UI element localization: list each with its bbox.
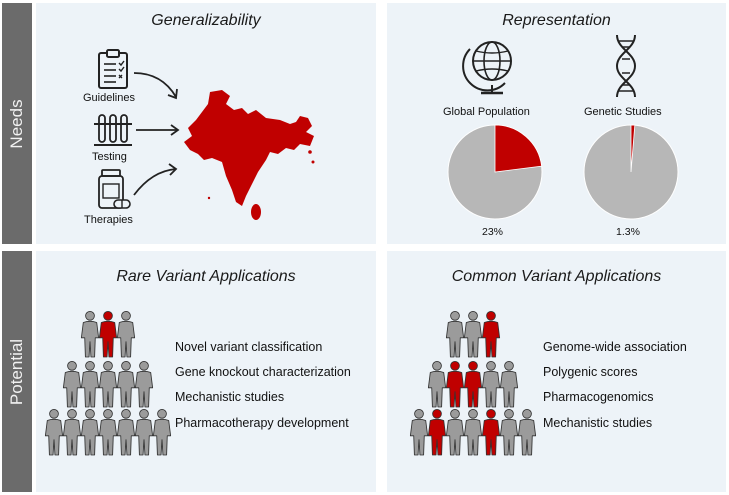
rare-person-r3-1 [44,408,64,456]
clipboard-icon [98,49,128,89]
guidelines-label: Guidelines [83,92,135,104]
arrow-testing [136,124,180,136]
genetic-studies-pie [583,124,679,220]
testing-label: Testing [92,151,127,163]
common-person-r2-5 [499,360,519,408]
common-person-r1-2 [463,310,483,358]
global-population-pie [447,124,543,220]
genetic-studies-label: Genetic Studies [584,106,662,118]
common-person-r3-4 [463,408,483,456]
global-population-percent: 23% [482,226,504,238]
rare-person-r3-7 [152,408,172,456]
common-person-r1-3 [481,310,501,358]
common-person-r3-7 [517,408,537,456]
global-population-label: Global Population [443,106,530,118]
common-app-2: Polygenic scores [543,365,638,379]
rare-person-r1-2 [98,310,118,358]
therapies-label: Therapies [84,214,133,226]
dna-icon [615,34,637,98]
representation-panel: Representation Global Population Genetic… [387,3,726,244]
pie-slice-highlighted-0 [494,124,543,173]
common-person-r3-6 [499,408,519,456]
rare-person-r1-3 [116,310,136,358]
rare-person-r2-5 [134,360,154,408]
rare-app-2: Gene knockout characterization [175,365,351,379]
rare-person-r3-6 [134,408,154,456]
rare-person-r1-1 [80,310,100,358]
rare-people-pyramid [44,310,172,456]
common-app-4: Mechanistic studies [543,416,653,430]
rare-person-r2-1 [62,360,82,408]
south-asia-map [184,90,315,220]
common-person-r3-2 [427,408,447,456]
test-tubes-icon [94,114,132,146]
common-person-r2-3 [463,360,483,408]
rare-person-r3-3 [80,408,100,456]
rare-app-1: Novel variant classification [175,340,323,354]
common-person-r1-1 [445,310,465,358]
common-app-1: Genome-wide association [543,340,687,354]
rare-app-4: Pharmacotherapy development [175,416,349,430]
rare-person-r3-2 [62,408,82,456]
generalizability-panel: Generalizability Guidelines Testing Ther… [36,3,376,244]
pie-slice-highlighted-1 [630,124,636,173]
rare-app-3: Mechanistic studies [175,390,285,404]
globe-icon [462,41,512,95]
common-people-pyramid [409,310,537,456]
potential-label: Potential [7,338,26,405]
genetic-studies-percent: 1.3% [616,226,640,238]
common-person-r3-3 [445,408,465,456]
needs-row-label: Needs [2,3,32,244]
rare-person-r2-3 [98,360,118,408]
common-person-r2-2 [445,360,465,408]
common-variant-panel: Common Variant Applications Genome-wide … [387,251,726,492]
rare-variant-panel: Rare Variant Applications Novel variant … [36,251,376,492]
common-person-r3-1 [409,408,429,456]
needs-label: Needs [7,98,26,149]
representation-title: Representation [502,12,611,29]
pill-bottle-icon [98,169,131,209]
rare-person-r2-2 [80,360,100,408]
arrow-guidelines [133,72,178,100]
potential-row-label: Potential [2,251,32,492]
rare-person-r3-5 [116,408,136,456]
common-person-r2-4 [481,360,501,408]
rare-person-r3-4 [98,408,118,456]
rare-variant-title: Rare Variant Applications [116,268,296,285]
common-person-r3-5 [481,408,501,456]
rare-person-r2-4 [116,360,136,408]
common-app-3: Pharmacogenomics [543,390,654,404]
common-variant-title: Common Variant Applications [451,268,662,285]
common-person-r2-1 [427,360,447,408]
generalizability-title: Generalizability [151,12,261,29]
arrow-therapies [133,163,178,196]
